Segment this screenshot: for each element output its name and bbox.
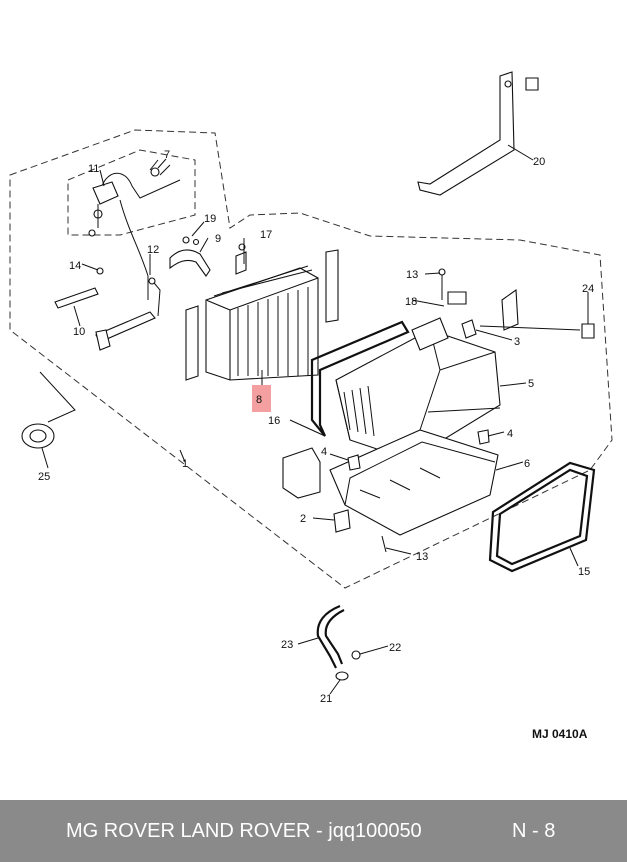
callout-22: 22 <box>389 642 401 654</box>
callout-3: 3 <box>514 336 520 348</box>
callout-2: 2 <box>300 513 306 525</box>
callout-19: 19 <box>204 213 216 225</box>
diagram-reference-code: MJ 0410A <box>532 727 588 741</box>
callout-25: 25 <box>38 471 50 483</box>
assembly-boundary <box>9 129 613 589</box>
exploded-parts-diagram: 1 2 3 4 4 5 6 7 8 9 10 11 12 13 13 14 15… <box>9 71 613 705</box>
callout-15: 15 <box>578 566 590 578</box>
grommet <box>21 371 76 449</box>
refrigerant-pipes <box>54 236 211 351</box>
callout-21: 21 <box>320 693 332 705</box>
expansion-valve-group <box>67 149 196 277</box>
callout-8: 8 <box>256 394 262 406</box>
callout-16: 16 <box>268 415 280 427</box>
callout-4a: 4 <box>321 446 327 458</box>
footer-bar: MG ROVER LAND ROVER - jqq100050 N - 8 <box>0 800 627 862</box>
callout-9: 9 <box>215 233 221 245</box>
callout-7: 7 <box>164 149 170 161</box>
callout-20: 20 <box>533 156 545 168</box>
callout-10: 10 <box>73 326 85 338</box>
drain-tray <box>282 429 596 573</box>
mounting-hardware <box>243 71 595 339</box>
evaporator-core <box>185 243 339 381</box>
drain-hose <box>316 604 361 681</box>
footer-brand-part-number: MG ROVER LAND ROVER - jqq100050 <box>66 820 422 842</box>
highlighted-callout-box <box>252 385 271 412</box>
callout-6: 6 <box>524 458 530 470</box>
callout-labels: 1 2 3 4 4 5 6 7 8 9 10 11 12 13 13 14 15… <box>38 149 594 705</box>
callout-18: 18 <box>405 296 417 308</box>
leader-lines <box>41 144 589 695</box>
callout-11: 11 <box>88 163 99 175</box>
callout-23: 23 <box>281 639 293 651</box>
callout-13b: 13 <box>416 551 428 563</box>
callout-5: 5 <box>528 378 534 390</box>
callout-1: 1 <box>182 458 188 470</box>
evaporator-housing <box>310 317 501 461</box>
callout-14: 14 <box>69 260 81 272</box>
callout-13a: 13 <box>406 269 418 281</box>
callout-24: 24 <box>582 283 594 295</box>
callout-12: 12 <box>147 244 159 256</box>
callout-4b: 4 <box>507 428 513 440</box>
footer-callout-ref: N - 8 <box>512 820 556 842</box>
callout-17: 17 <box>260 229 272 241</box>
